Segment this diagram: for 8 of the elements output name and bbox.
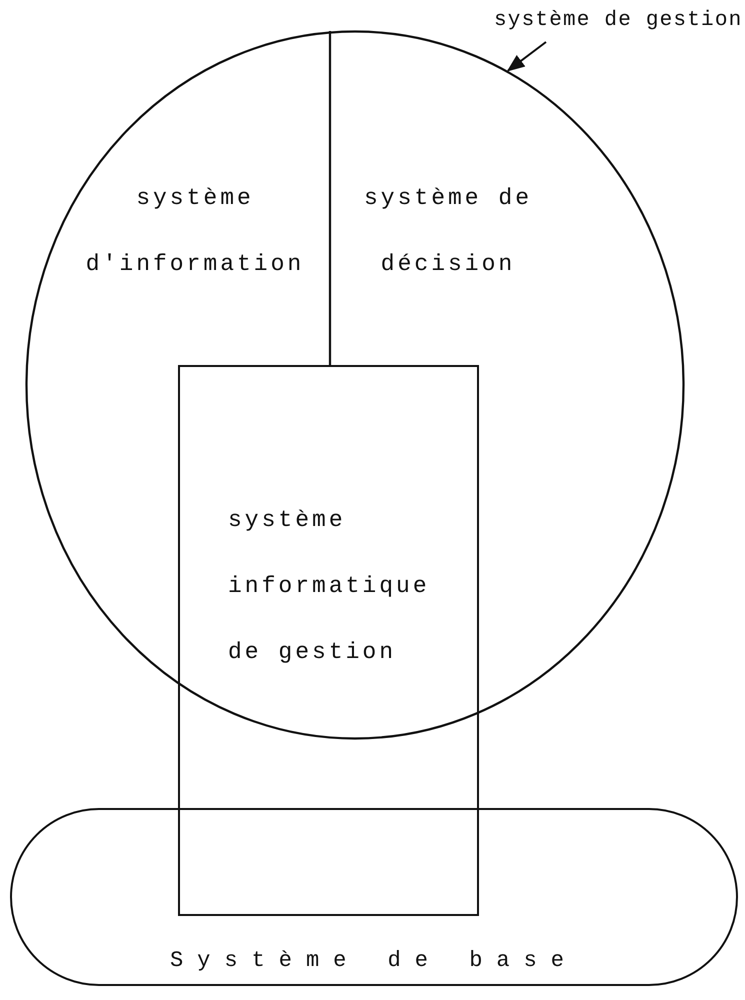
node-label: système informatique de gestion: [228, 506, 431, 667]
node-label: système de décision: [362, 184, 534, 279]
rectangle-box: [178, 365, 479, 916]
node-label: Système de base: [168, 947, 580, 975]
arrow: [506, 41, 547, 72]
node-label: système d'information: [84, 184, 306, 279]
callout-label: système de gestion: [494, 8, 742, 34]
rounded-band: [10, 808, 738, 986]
